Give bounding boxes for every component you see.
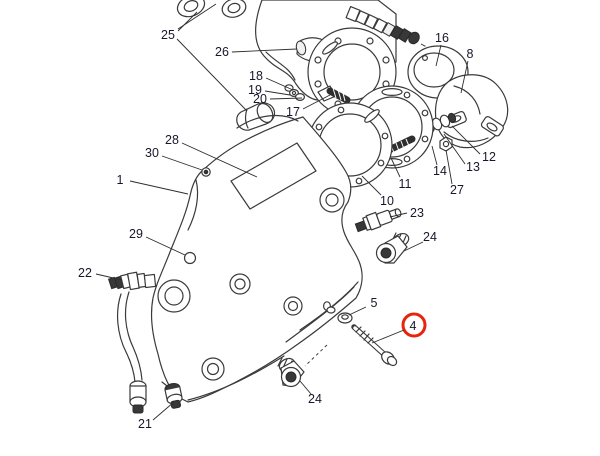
callout-28: 28 xyxy=(165,133,179,147)
highlight-circle[interactable] xyxy=(401,312,427,338)
callout-12: 12 xyxy=(482,150,496,164)
callout-labels: 1 4 5 8 10 11 12 13 14 16 17 18 19 20 21… xyxy=(78,28,496,431)
callout-21: 21 xyxy=(138,417,152,431)
plug-fitting-icon xyxy=(277,344,328,388)
callout-17: 17 xyxy=(286,105,300,119)
callout-16: 16 xyxy=(435,31,449,45)
nut-icon xyxy=(439,136,453,152)
callout-22: 22 xyxy=(78,266,92,280)
rivet-icon xyxy=(201,167,211,177)
stud-bolt-icon xyxy=(317,85,351,104)
callout-13: 13 xyxy=(466,160,480,174)
vent-tube-icon xyxy=(107,271,157,414)
vent-hole xyxy=(183,251,197,265)
callout-27: 27 xyxy=(450,183,464,197)
sensor-fitting-icon xyxy=(354,208,402,233)
callout-8: 8 xyxy=(467,47,474,61)
callout-5: 5 xyxy=(371,296,378,310)
callout-26: 26 xyxy=(215,45,229,59)
callout-10: 10 xyxy=(380,194,394,208)
small-washer-icon xyxy=(326,306,336,314)
callout-24b: 24 xyxy=(308,392,322,406)
braided-hose-icon xyxy=(345,5,453,61)
callout-4-highlighted[interactable]: 4 xyxy=(410,319,417,333)
main-housing xyxy=(151,115,363,403)
callout-29: 29 xyxy=(129,227,143,241)
callout-1: 1 xyxy=(117,173,124,187)
drain-plug-icon xyxy=(164,383,183,409)
callout-20: 20 xyxy=(253,92,267,106)
callout-24: 24 xyxy=(423,230,437,244)
callout-18: 18 xyxy=(249,69,263,83)
callout-23: 23 xyxy=(410,206,424,220)
callout-14: 14 xyxy=(433,164,447,178)
plug-fitting-icon xyxy=(375,232,410,264)
leader-lines xyxy=(95,3,481,421)
boss-ring-icon xyxy=(157,187,345,381)
callout-30: 30 xyxy=(145,146,159,160)
bolt-icon xyxy=(351,324,398,367)
callout-19: 19 xyxy=(248,83,262,97)
callout-25: 25 xyxy=(161,28,175,42)
data-plate xyxy=(230,142,317,210)
callout-11: 11 xyxy=(399,177,412,191)
washer-icon xyxy=(337,312,353,324)
hose-fitting-icon xyxy=(176,0,247,18)
